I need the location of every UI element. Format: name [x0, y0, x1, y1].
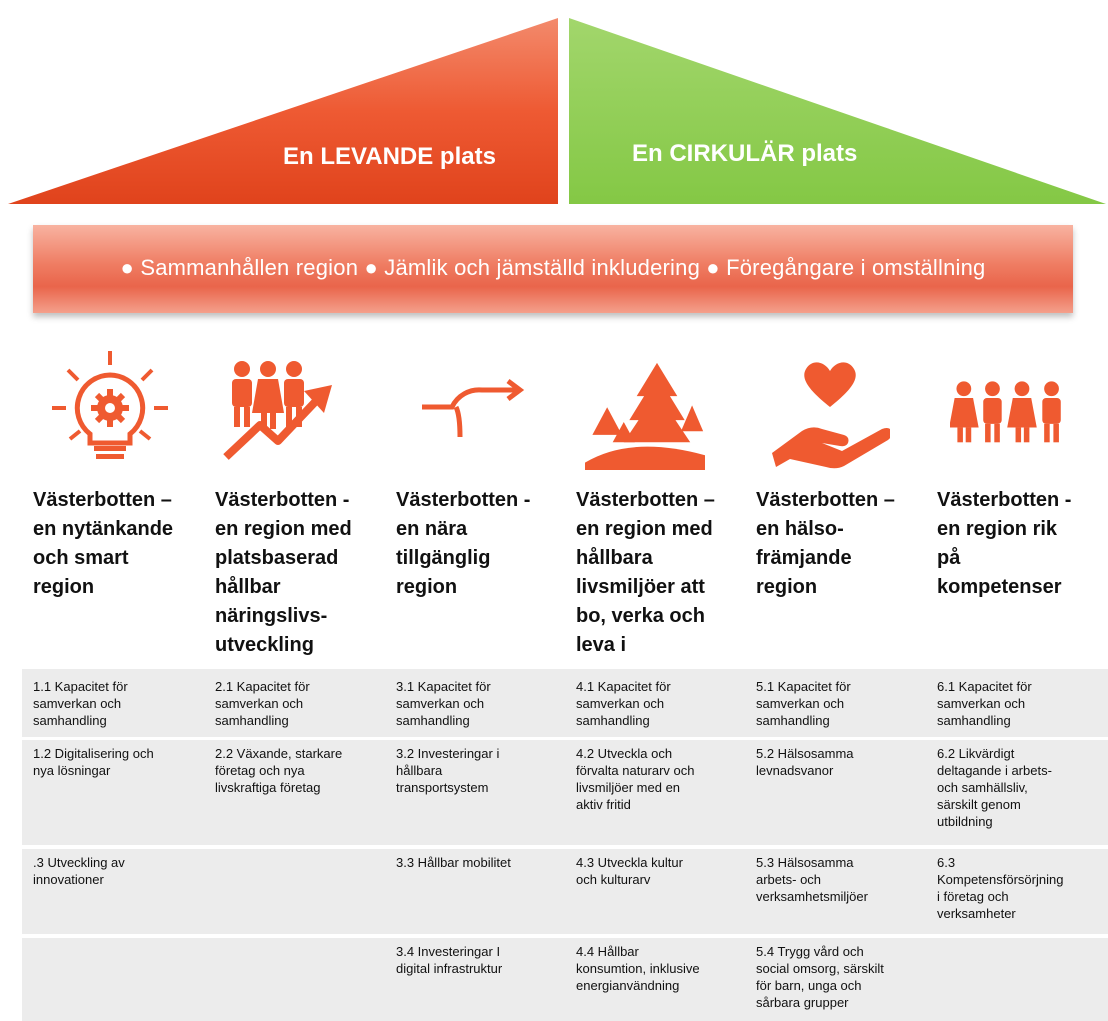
table-cell: 6.3 Kompetensförsörjning i företag och v…: [937, 855, 1064, 921]
table-cell: 4.3 Utveckla kultur och kulturarv: [576, 855, 683, 887]
table-cell: 5.2 Hälsosamma levnadsvanor: [756, 746, 854, 778]
table-row-background: [22, 740, 1108, 845]
table-row-background: [22, 938, 1108, 1021]
table-cell: 2.1 Kapacitet för samverkan och samhandl…: [215, 679, 310, 728]
curved-arrow-icon: [422, 379, 525, 438]
table-row-background: [22, 669, 1108, 737]
heart-hand-icon: [772, 362, 890, 469]
roof-left-label: En LEVANDE plats: [283, 143, 496, 170]
table-cell: 4.1 Kapacitet för samverkan och samhandl…: [576, 679, 671, 728]
table-cell: 4.2 Utveckla och förvalta naturarv och l…: [576, 746, 695, 812]
table-cell: 3.1 Kapacitet för samverkan och samhandl…: [396, 679, 491, 728]
roof-right-label: En CIRKULÄR plats: [632, 140, 858, 167]
table-cell: 5.3 Hälsosamma arbets- och verksamhetsmi…: [756, 855, 868, 904]
table-cell: 5.1 Kapacitet för samverkan och samhandl…: [756, 679, 851, 728]
table-cell: .3 Utveckling av innovationer: [33, 855, 125, 887]
table-cell: 1.2 Digitalisering och nya lösningar: [33, 746, 154, 778]
table-cell: 3.4 Investeringar I digital infrastruktu…: [396, 944, 503, 976]
table-cell: 2.2 Växande, starkare företag och nya li…: [215, 746, 343, 795]
forest-trees-icon: [585, 362, 705, 470]
group-of-people-icon: [950, 381, 1061, 443]
roof-diagram: [8, 18, 1106, 204]
table-cell: 4.4 Hållbar konsumtion, inklusive energi…: [576, 944, 700, 993]
table-cell: 5.4 Trygg vård och social omsorg, särski…: [756, 944, 884, 1010]
table-cell: 6.1 Kapacitet för samverkan och samhandl…: [937, 679, 1032, 728]
people-growth-arrow-icon: [223, 361, 332, 460]
table-row-background: [22, 849, 1108, 934]
lightbulb-gear-icon: [52, 351, 168, 459]
roof-right-triangle: [569, 18, 1106, 204]
roof-left-triangle: [8, 18, 558, 204]
goals-band: ● Sammanhållen region ● Jämlik och jämst…: [33, 225, 1073, 313]
table-cell: 1.1 Kapacitet för samverkan och samhandl…: [33, 679, 128, 728]
table-cell: 6.2 Likvärdigt deltagande i arbets- och …: [937, 746, 1052, 829]
table-cell: 3.2 Investeringar i hållbara transportsy…: [396, 746, 500, 795]
table-cell: 3.3 Hållbar mobilitet: [396, 855, 511, 870]
goals-band-text: ● Sammanhållen region ● Jämlik och jämst…: [120, 255, 986, 280]
